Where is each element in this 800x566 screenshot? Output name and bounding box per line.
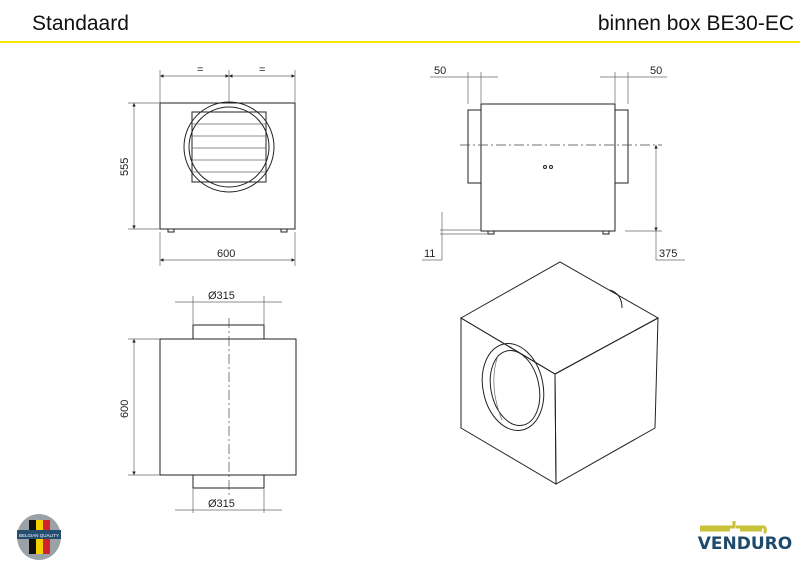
- belgian-quality-logo: BELGIAN QUALITY: [17, 514, 61, 560]
- isometric-view: [460, 261, 660, 485]
- venduro-logo: VENDURO: [698, 521, 792, 554]
- dim-width: 600: [217, 248, 235, 260]
- dim-foot-height: 11: [424, 248, 435, 260]
- dim-flange-left: 50: [434, 65, 446, 77]
- svg-text:VENDURO: VENDURO: [698, 534, 792, 554]
- dim-equal-right: =: [259, 64, 265, 76]
- dim-duct-top: Ø315: [208, 290, 235, 302]
- dim-flange-right: 50: [650, 65, 662, 77]
- page-title-right: binnen box BE30-EC: [597, 12, 794, 35]
- side-view: 50 50 11 375: [422, 65, 685, 261]
- dim-depth: 600: [119, 400, 131, 418]
- header-rule: [0, 41, 800, 43]
- dim-duct-bottom: Ø315: [208, 498, 235, 510]
- page-title-left: Standaard: [32, 12, 129, 35]
- dim-height: 555: [119, 158, 131, 176]
- dim-equal-left: =: [197, 64, 203, 76]
- front-view: = = 555 600: [119, 64, 296, 266]
- dim-center-height: 375: [659, 248, 677, 260]
- svg-text:BELGIAN QUALITY: BELGIAN QUALITY: [19, 533, 59, 538]
- top-view: Ø315 Ø315 600: [119, 290, 297, 513]
